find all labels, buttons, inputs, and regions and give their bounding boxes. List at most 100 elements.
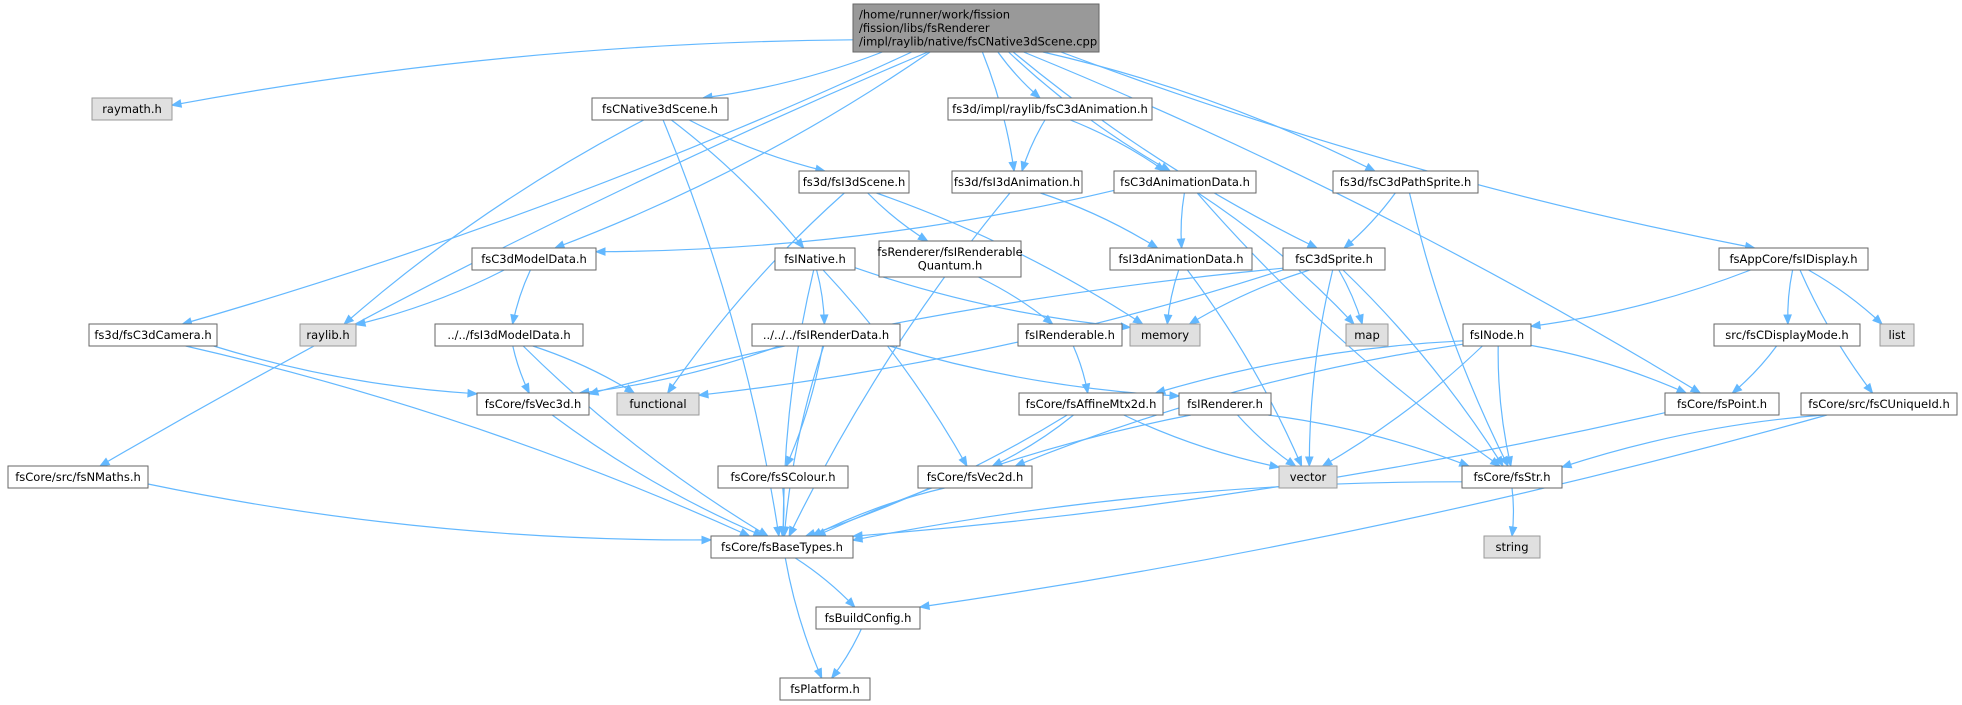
edge-c3dsprite-to-memory	[1189, 269, 1310, 325]
edge-root-to-point	[1023, 51, 1701, 394]
node-box-inative	[774, 247, 856, 271]
node-box-i3dmodeldata	[434, 323, 584, 347]
arrowhead-c3dsprite-to-str	[1494, 455, 1504, 468]
node-buildconfig[interactable]: fsBuildConfig.h	[815, 606, 921, 630]
node-memory: memory	[1129, 323, 1201, 347]
node-box-vec2d	[917, 465, 1033, 489]
edge-cnative3dscene-to-i3dscene	[688, 119, 825, 172]
node-vec2d[interactable]: fsCore/fsVec2d.h	[917, 465, 1033, 489]
node-box-c3dcamera	[88, 323, 218, 347]
node-label-cdisplaymode-0: src/fsCDisplayMode.h	[1725, 328, 1848, 342]
edge-cdisplaymode-to-point	[1732, 345, 1778, 394]
edge-cuniqueid-to-str	[1561, 414, 1824, 468]
node-box-nmaths	[7, 465, 149, 489]
node-raymath: raymath.h	[91, 97, 173, 121]
node-root[interactable]: /home/runner/work/fission/fission/libs/f…	[852, 3, 1100, 53]
node-label-irenderablequantum-1: Quantum.h	[918, 259, 983, 273]
node-label-scolour-0: fsCore/fsSColour.h	[730, 470, 835, 484]
edges-layer	[98, 39, 1883, 680]
edge-c3danimationdata-to-c3dmodeldata	[595, 189, 1115, 253]
arrowhead-nmaths-to-basetypes	[701, 535, 713, 545]
node-box-c3dmodeldata	[471, 247, 597, 271]
arrowhead-iappdisplay-to-inode	[1529, 320, 1541, 330]
node-nmaths[interactable]: fsCore/src/fsNMaths.h	[7, 465, 149, 489]
edge-str-to-basetypes	[852, 481, 1463, 541]
node-box-buildconfig	[815, 606, 921, 630]
node-label-i3dscene-0: fs3d/fsI3dScene.h	[803, 175, 906, 189]
node-box-irenderablequantum	[878, 240, 1022, 278]
node-scolour[interactable]: fsCore/fsSColour.h	[717, 465, 849, 489]
edge-iappdisplay-to-list	[1808, 269, 1883, 325]
node-box-c3dpathsprite	[1332, 170, 1479, 194]
edge-root-to-c3dsprite	[1012, 51, 1318, 249]
node-label-inative-0: fsINative.h	[784, 252, 846, 266]
arrowhead-c3danimation-to-c3danimationdata	[1154, 162, 1166, 172]
node-inode[interactable]: fsINode.h	[1462, 323, 1532, 347]
edge-irenderablequantum-to-irenderable	[978, 276, 1053, 325]
node-cnative3dscene[interactable]: fsCNative3dScene.h	[591, 97, 729, 121]
arrowhead-inode-to-str	[1504, 455, 1513, 468]
arrowhead-root-to-nmaths	[98, 457, 111, 467]
arrowhead-root-to-c3dsprite	[1306, 239, 1319, 249]
edge-cnative3dscene-to-raylib	[343, 119, 645, 325]
node-iappdisplay[interactable]: fsAppCore/fsIDisplay.h	[1718, 247, 1869, 271]
node-i3dmodeldata[interactable]: ../../fsI3dModelData.h	[434, 323, 584, 347]
edge-irenderer-to-vector	[1237, 414, 1296, 467]
node-i3danimation[interactable]: fs3d/fsI3dAnimation.h	[951, 170, 1083, 194]
edge-irenderdata-to-basetypes	[783, 345, 825, 537]
node-irenderdata[interactable]: ../../../fsIRenderData.h	[751, 323, 901, 347]
node-label-affinemtx2d-0: fsCore/fsAffineMtx2d.h	[1026, 397, 1157, 411]
arrowhead-c3dcamera-to-vec3d	[467, 388, 479, 398]
node-i3dscene[interactable]: fs3d/fsI3dScene.h	[798, 170, 910, 194]
node-label-root-1: /fission/libs/fsRenderer	[859, 21, 990, 35]
node-irenderer[interactable]: fsIRenderer.h	[1178, 392, 1272, 416]
arrowhead-root-to-raymath	[170, 99, 183, 108]
node-box-irenderer	[1178, 392, 1272, 416]
node-c3dsprite[interactable]: fsC3dSprite.h	[1282, 247, 1386, 271]
node-vec3d[interactable]: fsCore/fsVec3d.h	[476, 392, 590, 416]
node-box-cnative3dscene	[591, 97, 729, 121]
arrowhead-c3dsprite-to-memory	[1188, 315, 1200, 325]
node-inative[interactable]: fsINative.h	[774, 247, 856, 271]
arrowhead-i3dmodeldata-to-functional	[623, 384, 636, 394]
node-c3dpathsprite[interactable]: fs3d/fsC3dPathSprite.h	[1332, 170, 1479, 194]
arrowhead-iappdisplay-to-list	[1872, 314, 1883, 325]
node-box-string	[1483, 535, 1541, 559]
node-box-cdisplaymode	[1713, 323, 1861, 347]
node-affinemtx2d[interactable]: fsCore/fsAffineMtx2d.h	[1018, 392, 1164, 416]
node-label-basetypes-0: fsCore/fsBaseTypes.h	[721, 540, 843, 554]
edge-irenderer-to-str	[1268, 414, 1470, 467]
edge-irenderdata-to-irenderer	[889, 345, 1180, 397]
node-c3dmodeldata[interactable]: fsC3dModelData.h	[471, 247, 597, 271]
edge-c3danimationdata-to-map	[1197, 192, 1355, 325]
node-platform[interactable]: fsPlatform.h	[779, 677, 871, 701]
node-c3danimationdata[interactable]: fsC3dAnimationData.h	[1113, 170, 1257, 194]
node-cdisplaymode[interactable]: src/fsCDisplayMode.h	[1713, 323, 1861, 347]
node-label-inode-0: fsINode.h	[1470, 328, 1524, 342]
arrowhead-i3danimationdata-to-vector	[1293, 455, 1303, 468]
node-c3danimation[interactable]: fs3d/impl/raylib/fsC3dAnimation.h	[947, 97, 1153, 121]
node-functional: functional	[616, 392, 700, 416]
node-i3danimationdata[interactable]: fsI3dAnimationData.h	[1109, 247, 1253, 271]
node-str[interactable]: fsCore/fsStr.h	[1461, 465, 1563, 489]
node-c3dcamera[interactable]: fs3d/fsC3dCamera.h	[88, 323, 218, 347]
node-basetypes[interactable]: fsCore/fsBaseTypes.h	[710, 535, 854, 559]
edge-root-to-raymath	[171, 39, 854, 106]
node-label-c3dpathsprite-0: fs3d/fsC3dPathSprite.h	[1340, 175, 1472, 189]
node-label-c3dcamera-0: fs3d/fsC3dCamera.h	[94, 328, 211, 342]
edge-nmaths-to-basetypes	[147, 483, 712, 541]
node-cuniqueid[interactable]: fsCore/src/fsCUniqueId.h	[1800, 392, 1958, 416]
node-box-raylib	[299, 323, 357, 347]
arrowhead-irenderdata-to-scolour	[785, 455, 795, 468]
arrowhead-c3dsprite-to-functional	[697, 389, 709, 399]
edge-c3dcamera-to-vec3d	[213, 345, 478, 395]
node-label-vec3d-0: fsCore/fsVec3d.h	[485, 397, 582, 411]
node-point[interactable]: fsCore/fsPoint.h	[1664, 392, 1780, 416]
arrowhead-root-to-point	[1689, 384, 1702, 394]
edge-cuniqueid-to-buildconfig	[919, 414, 1828, 608]
node-label-cnative3dscene-0: fsCNative3dScene.h	[602, 102, 718, 116]
node-irenderable[interactable]: fsIRenderable.h	[1017, 323, 1123, 347]
edge-point-to-basetypes	[852, 412, 1666, 537]
edge-root-to-iappdisplay	[1060, 51, 1755, 249]
